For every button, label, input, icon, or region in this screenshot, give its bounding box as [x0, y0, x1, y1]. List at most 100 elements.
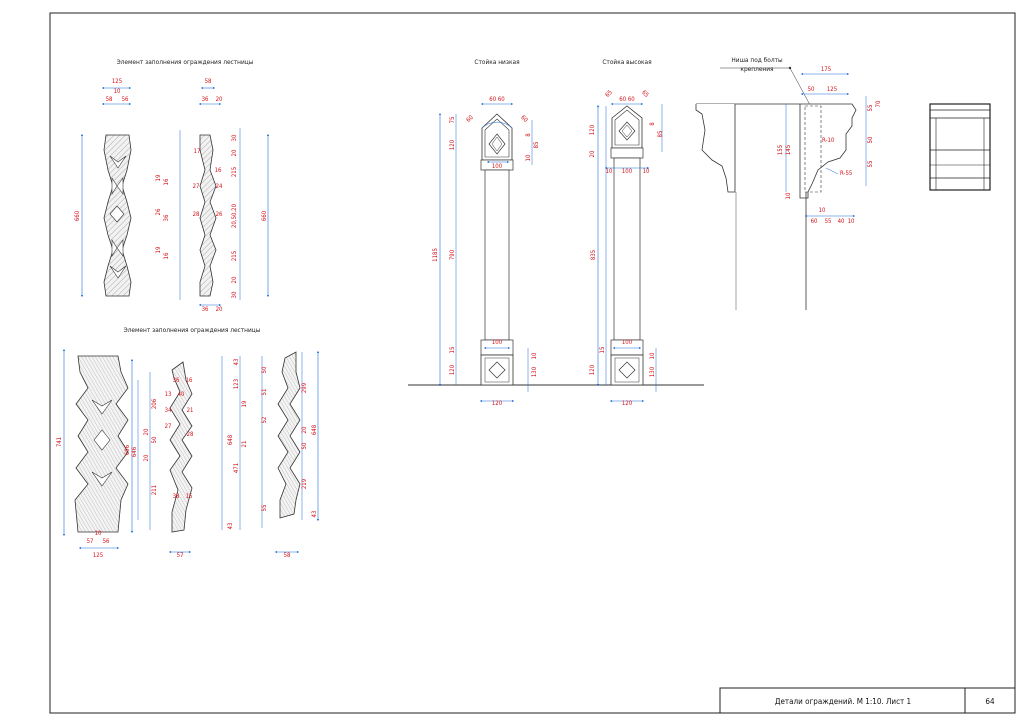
p2-left-1: 19 [155, 174, 162, 181]
r-R55: R-55 [840, 170, 852, 177]
lp-base: 120 [492, 400, 503, 407]
p2-left-2: 16 [163, 178, 170, 185]
p2-left-4: 36 [163, 214, 170, 221]
panel-a-cutout-5 [109, 265, 127, 279]
r-R10: R-10 [822, 137, 835, 144]
post-low: Стойка низкая 60 60 60 60 100 8 85 10 11… [408, 58, 704, 407]
lp-85: 85 [533, 142, 540, 149]
panel-d-side [169, 361, 193, 533]
p3-20b: 20 [143, 454, 150, 461]
r-55b: 55 [867, 161, 874, 168]
p3-width-58: 58 [284, 552, 291, 559]
handrail-section: Ниша под болты крепления 175 50 125 55 7… [695, 56, 882, 310]
panel-c-cutout-2 [93, 429, 111, 451]
p2-right-4: 20,50,20 [231, 203, 238, 228]
p2-right-1: 30 [231, 134, 238, 141]
r-125: 125 [827, 86, 837, 93]
hp-60: 60 60 [619, 96, 635, 103]
lp-60a: 60 [465, 114, 475, 124]
lp-130: 130 [531, 366, 538, 377]
p1-width-right: 56 [122, 96, 129, 103]
p2-right-3: 215 [231, 167, 238, 177]
p5-43b: 43 [227, 523, 234, 530]
panel-group-bottom-title: Элемент заполнения ограждения лестницы [124, 326, 261, 334]
r-10: 10 [785, 192, 792, 199]
hp-20: 20 [589, 150, 596, 157]
p2-inner-2: 16 [215, 167, 222, 174]
hp-10c: 10 [649, 352, 656, 359]
r-175: 175 [821, 66, 831, 73]
lp-790: 790 [449, 249, 456, 260]
hp-10b: 10 [643, 168, 650, 175]
hp-10a: 10 [606, 168, 613, 175]
p3-width-56: 56 [103, 538, 110, 545]
small-element [929, 103, 991, 191]
p6-219: 219 [301, 478, 308, 489]
sheet-frame [49, 12, 1016, 714]
p5-21: 21 [241, 441, 248, 448]
p6-51: 51 [261, 389, 268, 396]
lp-8: 8 [525, 133, 532, 137]
p3-211: 211 [151, 485, 158, 495]
panel-a-cutout-2 [109, 205, 125, 223]
lp-120a: 120 [449, 139, 456, 150]
p1-width-left: 58 [106, 96, 113, 103]
panel-c-cutout-1 [91, 399, 113, 415]
title-block: Детали ограждений. М 1:10. Лист 1 64 [719, 687, 1016, 714]
hp-120: 120 [589, 124, 596, 135]
p3-696: 696 [124, 444, 131, 455]
lp-15: 15 [449, 347, 456, 354]
p2-inner-5: 28 [193, 211, 200, 218]
hp-120b: 120 [589, 364, 596, 375]
p2-inner-3: 27 [193, 183, 200, 190]
p3-50: 50 [151, 436, 158, 443]
panel-a-cutout-3 [111, 238, 124, 258]
r-10b: 10 [819, 207, 826, 214]
hp-100: 100 [622, 168, 633, 175]
p2-height: 660 [261, 210, 268, 221]
p6-20: 20 [301, 426, 308, 433]
p1-width-mid: 10 [114, 88, 121, 95]
p5-471: 471 [233, 463, 240, 473]
p6-50b: 50 [301, 442, 308, 449]
sheet-title: Детали ограждений. М 1:10. Лист 1 [775, 697, 911, 706]
hp-130: 130 [649, 366, 656, 377]
p2-width-b: 20 [216, 96, 223, 103]
hp-65a: 65 [604, 89, 614, 99]
hp-100b: 100 [622, 339, 633, 346]
p2-width-a: 36 [202, 96, 209, 103]
rail-note-line2: крепления [740, 65, 774, 73]
p2-right-2: 20 [231, 149, 238, 156]
p2-left-6: 16 [163, 252, 170, 259]
p1-height: 660 [74, 210, 81, 221]
r-155: 155 [777, 145, 784, 155]
r-60: 60 [811, 218, 818, 225]
p2-inner-1: 17 [194, 148, 201, 155]
r-70: 70 [875, 100, 882, 107]
r-50v: 50 [867, 136, 874, 143]
p4-28: 28 [187, 431, 194, 438]
p2-width: 58 [205, 78, 212, 85]
panel-b-side [199, 134, 217, 297]
p4-38: 38 [173, 493, 180, 500]
lp-10: 10 [525, 154, 532, 161]
r-55: 55 [867, 105, 874, 112]
p6-43: 43 [311, 511, 318, 518]
lp-120b: 120 [449, 364, 456, 375]
p4-21: 21 [187, 407, 194, 414]
r-40: 40 [838, 218, 845, 225]
p4-34: 34 [165, 407, 172, 414]
p3-width-10: 10 [95, 530, 102, 537]
lp-60b: 60 [519, 114, 529, 124]
p3-206: 206 [151, 398, 158, 409]
p3-20a: 20 [143, 428, 150, 435]
lp-1185: 1185 [432, 248, 439, 262]
hp-15: 15 [599, 347, 606, 354]
p2-inner-4: 24 [216, 183, 223, 190]
p6-52: 52 [261, 417, 268, 424]
hp-65b: 65 [640, 89, 650, 99]
p5-648: 648 [227, 434, 234, 445]
lp-100b: 100 [492, 339, 503, 346]
p4-36: 36 [173, 377, 180, 384]
